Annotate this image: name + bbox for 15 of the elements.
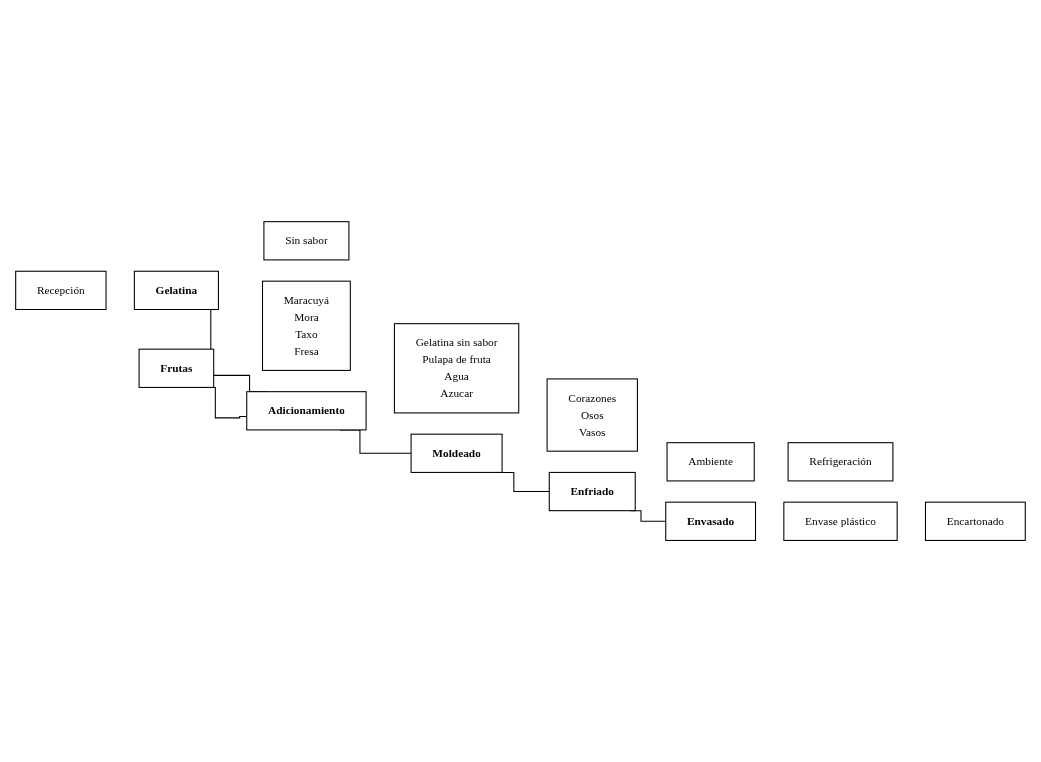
node-box: Ambiente bbox=[666, 442, 755, 482]
node-box: Gelatina sin sabor Pulapa de fruta Agua Azucar bbox=[393, 323, 520, 414]
node-box: Recepción bbox=[15, 270, 107, 310]
node-box: Adicionamiento bbox=[246, 391, 367, 431]
node-box: Envase plástico bbox=[783, 501, 898, 541]
node-box: Sin sabor bbox=[263, 221, 350, 261]
node-box: Refrigeración bbox=[787, 442, 894, 482]
node-box: Envasado bbox=[665, 501, 757, 541]
node-box: Gelatina bbox=[133, 270, 219, 310]
node-box: Corazones Osos Vasos bbox=[546, 378, 638, 452]
node-box: Maracuyá Mora Taxo Fresa bbox=[262, 280, 351, 371]
node-box: Enfriado bbox=[548, 471, 636, 512]
node-box: Frutas bbox=[138, 348, 215, 388]
node-box: Moldeado bbox=[410, 433, 503, 473]
node-box: Encartonado bbox=[925, 501, 1026, 541]
